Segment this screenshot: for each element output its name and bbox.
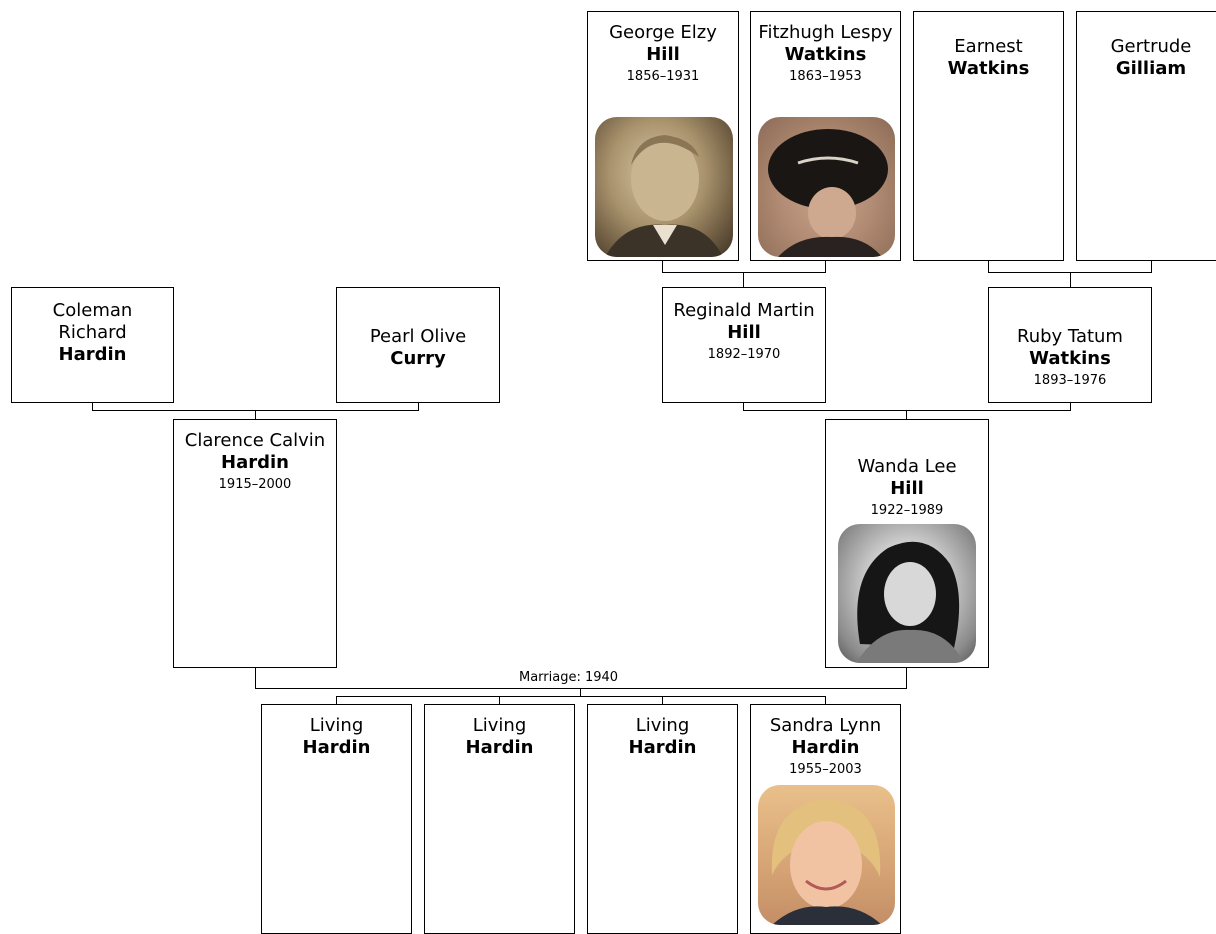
connector-line (743, 272, 744, 287)
portrait-illustration (768, 129, 888, 257)
portrait-illustration (856, 541, 964, 663)
person-given-name: Living (472, 715, 527, 736)
portrait-illustration (605, 135, 723, 257)
person-card-gertrude-gilliam[interactable]: Gertrude Gilliam (1076, 11, 1216, 261)
person-given-name: Reginald Martin (673, 300, 815, 321)
person-years: 1915–2000 (218, 477, 292, 492)
portrait-illustration (771, 799, 882, 925)
person-given-name: Ruby Tatum (1017, 326, 1123, 347)
connector-line (1070, 403, 1071, 411)
portrait-photo (758, 785, 895, 925)
connector-line (580, 688, 581, 696)
person-given-name: Gertrude (1110, 36, 1192, 57)
connector-line (662, 696, 663, 704)
person-given-name: Sandra Lynn (769, 715, 882, 736)
person-given-name: Living (635, 715, 690, 736)
person-surname: Watkins (947, 58, 1030, 79)
person-card-living-hardin-2[interactable]: Living Hardin (424, 704, 575, 934)
person-surname: Gilliam (1115, 58, 1187, 79)
person-surname: Hardin (465, 737, 534, 758)
person-given-name: Pearl Olive (369, 326, 467, 347)
portrait-photo (595, 117, 733, 257)
person-surname: Hardin (58, 344, 127, 365)
person-card-reginald-hill[interactable]: Reginald Martin Hill 1892–1970 (662, 287, 826, 403)
person-given-name: Clarence Calvin (184, 430, 326, 451)
connector-line (418, 403, 419, 411)
connector-line (1070, 272, 1071, 287)
person-card-wanda-hill[interactable]: Wanda Lee Hill 1922–1989 (825, 419, 989, 668)
person-card-pearl-curry[interactable]: Pearl Olive Curry (336, 287, 500, 403)
person-given-name: Living (309, 715, 364, 736)
person-surname: Hardin (221, 452, 289, 473)
connector-line (743, 403, 744, 411)
person-surname: Hill (727, 322, 761, 343)
person-surname: Hill (890, 478, 924, 499)
person-surname: Watkins (784, 44, 867, 65)
person-surname: Hardin (791, 737, 860, 758)
person-card-earnest-watkins[interactable]: Earnest Watkins (913, 11, 1064, 261)
connector-line (825, 696, 826, 704)
connector-line (1151, 261, 1152, 273)
person-years: 1856–1931 (626, 69, 700, 84)
person-given-name: Wanda Lee (857, 456, 957, 477)
connector-line (336, 696, 826, 697)
connector-line (255, 410, 256, 419)
person-years: 1955–2003 (789, 762, 862, 777)
person-card-living-hardin-3[interactable]: Living Hardin (587, 704, 738, 934)
person-card-sandra-hardin[interactable]: Sandra Lynn Hardin 1955–2003 (750, 704, 901, 934)
connector-line (255, 668, 256, 689)
connector-line (906, 668, 907, 689)
person-card-george-hill[interactable]: George Elzy Hill 1856–1931 (587, 11, 739, 261)
portrait-photo (758, 117, 895, 257)
person-card-ruby-watkins[interactable]: Ruby Tatum Watkins 1893–1976 (988, 287, 1152, 403)
marriage-line (255, 688, 907, 689)
person-surname: Watkins (1029, 348, 1111, 369)
connector-line (336, 696, 337, 704)
person-given-name: Fitzhugh Lespy (758, 22, 893, 43)
connector-line (906, 410, 907, 419)
person-card-living-hardin-1[interactable]: Living Hardin (261, 704, 412, 934)
person-given-name: Coleman Richard (52, 300, 133, 343)
person-surname: Hardin (302, 737, 371, 758)
connector-line (662, 261, 663, 273)
person-given-name: Earnest (954, 36, 1023, 57)
connector-line (499, 696, 500, 704)
person-card-fitzhugh-watkins[interactable]: Fitzhugh Lespy Watkins 1863–1953 (750, 11, 901, 261)
person-surname: Hardin (628, 737, 697, 758)
person-years: 1863–1953 (789, 69, 862, 84)
person-years: 1892–1970 (707, 347, 781, 362)
connector-line (825, 261, 826, 273)
person-card-clarence-hardin[interactable]: Clarence Calvin Hardin 1915–2000 (173, 419, 337, 668)
person-surname: Curry (390, 348, 446, 369)
connector-line (662, 272, 826, 273)
person-years: 1893–1976 (1033, 373, 1107, 388)
portrait-photo (838, 524, 976, 663)
connector-line (988, 261, 989, 273)
person-card-coleman-hardin[interactable]: Coleman Richard Hardin (11, 287, 174, 403)
connector-line (743, 410, 1071, 411)
person-surname: Hill (646, 44, 680, 65)
person-given-name: George Elzy (609, 22, 717, 43)
connector-line (92, 403, 93, 411)
person-years: 1922–1989 (870, 503, 944, 518)
marriage-label: Marriage: 1940 (518, 670, 620, 686)
